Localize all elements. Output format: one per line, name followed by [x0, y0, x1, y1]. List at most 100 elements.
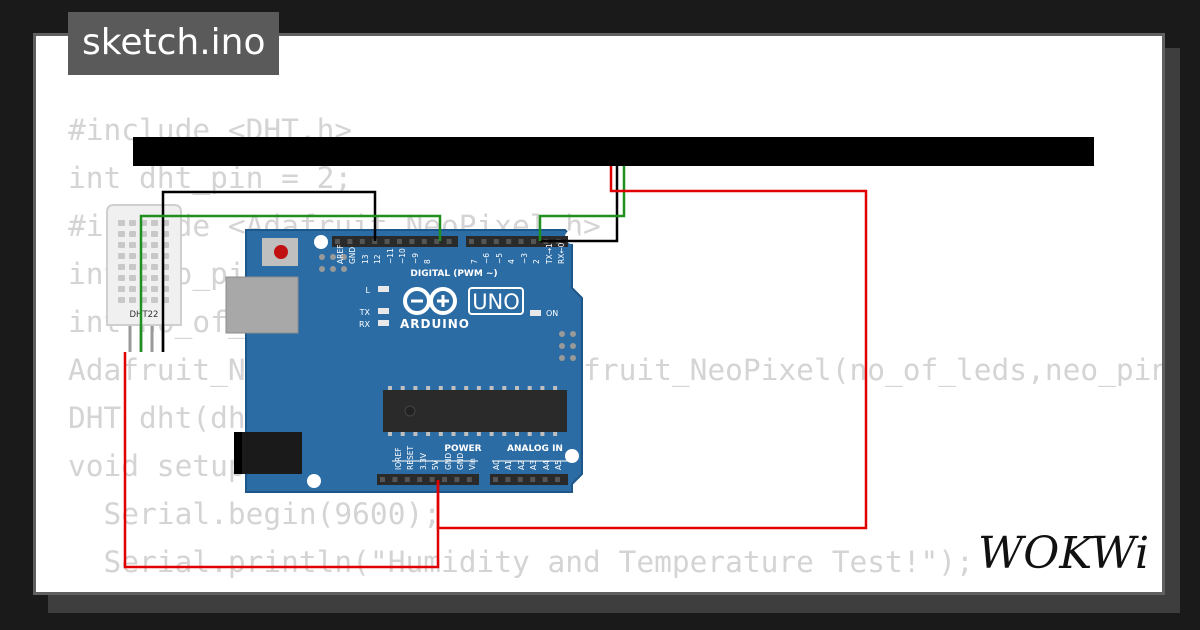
- pin-hole[interactable]: [518, 239, 524, 244]
- led-tx-label: TX: [359, 308, 371, 317]
- usb-port: [225, 276, 299, 334]
- pin-hole[interactable]: [505, 477, 511, 482]
- chip-leg: [502, 386, 507, 390]
- pin-hole[interactable]: [531, 239, 536, 244]
- digital-pin-label: 2: [532, 259, 541, 264]
- analog-pin-label: A5: [554, 460, 563, 470]
- chip-leg: [438, 386, 443, 390]
- dht22-sensor[interactable]: DHT22: [106, 204, 182, 352]
- reset-button-cap[interactable]: [274, 245, 288, 259]
- analog-header[interactable]: [490, 474, 568, 485]
- pin-hole[interactable]: [442, 477, 447, 482]
- mount-hole: [307, 474, 321, 488]
- sensor-vent: [129, 275, 136, 281]
- pin-hole[interactable]: [380, 477, 385, 482]
- chip-leg: [413, 432, 418, 436]
- sensor-vent: [129, 297, 136, 303]
- pin-hole[interactable]: [530, 477, 536, 482]
- sensor-vent: [129, 253, 136, 259]
- analog-pin-label: A0: [492, 460, 501, 470]
- led-l-label: L: [366, 286, 371, 295]
- analog-header-label: ANALOG IN: [507, 444, 563, 454]
- pin-hole[interactable]: [469, 239, 474, 244]
- pin-hole[interactable]: [493, 239, 499, 244]
- chip-leg: [451, 386, 456, 390]
- pin-hole[interactable]: [417, 477, 423, 482]
- power-header[interactable]: [377, 474, 479, 485]
- pin-hole[interactable]: [434, 239, 440, 244]
- digital-pin-label: 13: [361, 254, 370, 264]
- chip-leg: [400, 386, 405, 390]
- chip-leg: [515, 386, 519, 390]
- chip-leg: [527, 432, 532, 436]
- pin-hole[interactable]: [409, 239, 415, 244]
- file-name-tab[interactable]: sketch.ino: [68, 12, 280, 75]
- power-pin-label: IOREF: [394, 448, 403, 470]
- digital-pin-label: ~11: [386, 248, 395, 264]
- chip-leg: [540, 386, 545, 390]
- analog-pin-label: A1: [504, 460, 513, 470]
- pin-hole[interactable]: [481, 239, 487, 244]
- pin-hole[interactable]: [397, 239, 402, 244]
- pin-hole[interactable]: [429, 477, 435, 482]
- chip-leg: [540, 432, 545, 436]
- pin-hole[interactable]: [359, 239, 365, 244]
- arduino-logo-icon: [403, 287, 457, 315]
- digital-pin-label: 4: [507, 259, 516, 264]
- pin-hole[interactable]: [466, 477, 472, 482]
- power-header-label: POWER: [444, 444, 481, 454]
- pin-hole[interactable]: [493, 477, 498, 482]
- power-jack: [234, 432, 302, 474]
- pin-hole[interactable]: [446, 239, 452, 244]
- digital-pin-label: ~6: [482, 253, 491, 264]
- chip-leg: [489, 432, 494, 436]
- project-card: #include <DHT.h>int dht_pin = 2;#include…: [33, 33, 1165, 595]
- chip-leg: [413, 386, 418, 390]
- analog-pin-label: A4: [542, 460, 551, 470]
- pin-hole[interactable]: [392, 477, 398, 482]
- pin-hole[interactable]: [517, 477, 523, 482]
- pin-hole[interactable]: [384, 239, 390, 244]
- chip-leg: [476, 386, 481, 390]
- sensor-vent: [151, 253, 158, 259]
- wires: [123, 166, 868, 569]
- digital-pin-label: TX→1: [545, 243, 554, 265]
- pin-hole[interactable]: [542, 477, 548, 482]
- chip-leg: [451, 432, 456, 436]
- digital-header-right[interactable]: [466, 236, 568, 247]
- pin-hole[interactable]: [421, 239, 427, 244]
- power-pin-label: Vin: [468, 458, 477, 470]
- wire-dht-vcc[interactable]: [123, 352, 440, 569]
- digital-pin-label: ~3: [520, 253, 529, 264]
- pin-hole[interactable]: [347, 239, 353, 244]
- neopixel-strip[interactable]: [133, 137, 1094, 166]
- analog-pin-label: A3: [529, 460, 538, 470]
- sensor-vent: [151, 242, 158, 248]
- pin-hole[interactable]: [555, 477, 560, 482]
- sensor-vent: [151, 264, 158, 270]
- pin-hole[interactable]: [372, 239, 378, 244]
- on-led-label: ON: [546, 309, 558, 318]
- power-pin-label: RESET: [406, 446, 415, 470]
- pin-hole[interactable]: [404, 477, 410, 482]
- icsp-header-2: [559, 331, 576, 361]
- wire-dht-data[interactable]: [139, 214, 442, 352]
- sensor-vent: [129, 286, 136, 292]
- sensor-vent: [118, 242, 125, 248]
- power-pin-label: 3.3V: [419, 452, 428, 470]
- pin-hole[interactable]: [454, 477, 460, 482]
- chip-leg: [515, 432, 519, 436]
- wokwi-logo-text: WOKWi: [978, 528, 1149, 579]
- sensor-vent: [151, 220, 158, 226]
- digital-pin-label: ~10: [398, 248, 407, 264]
- pin-hole[interactable]: [506, 239, 512, 244]
- board-model-label: UNO: [472, 290, 520, 314]
- digital-pin-label: ~5: [495, 253, 504, 264]
- chip-leg: [400, 432, 405, 436]
- sensor-vent: [118, 264, 125, 270]
- code-line: Serial.println("Humidity and Temperature…: [68, 545, 974, 579]
- board-brand-label: ARDUINO: [400, 317, 470, 331]
- pin-hole[interactable]: [335, 239, 340, 244]
- digital-header-left[interactable]: [332, 236, 458, 247]
